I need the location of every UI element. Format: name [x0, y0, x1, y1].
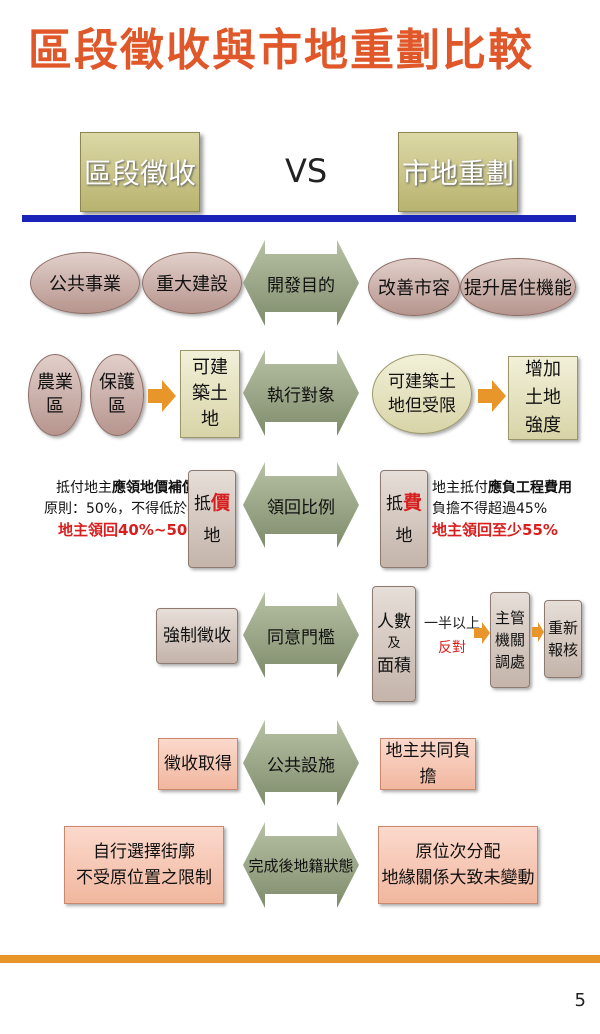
row3-left-box-b: 價: [210, 491, 230, 514]
row4-right-box-1: 人數 及 面積: [372, 586, 416, 702]
header-left-box: 區段徵收: [80, 132, 200, 212]
right-arrow-icon: [148, 380, 176, 412]
row2-left-item-1-label: 農業區: [37, 372, 73, 417]
row4-arrow-2: [532, 622, 544, 642]
double-arrow-icon: [243, 720, 359, 806]
row6-center-label: 完成後地籍狀態: [248, 856, 354, 875]
row4-right-box-3-label: 重新報核: [548, 619, 579, 659]
row4-right-box-1-b: 及: [387, 636, 401, 651]
row6-right-line1: 原位次分配: [415, 842, 501, 862]
footer-divider: [0, 955, 600, 963]
page-number: 5: [574, 990, 586, 1011]
row4-right-box-2: 主管機關調處: [490, 592, 530, 688]
row3-right-box-line1: 抵費: [386, 491, 422, 516]
row3-right-line1-a: 地主抵付: [432, 480, 488, 496]
row3-right-box-a: 抵: [385, 493, 403, 514]
row2-left-item-2-label: 保護區: [99, 372, 135, 417]
row3-left-line1-b: 應領地價補償費: [112, 480, 210, 496]
row2-right-item-1: 可建築土地但受限: [372, 354, 472, 434]
double-arrow-icon: [243, 240, 359, 326]
row3-left-box-c: 地: [203, 525, 221, 546]
row3-left-line1-a: 抵付地主: [56, 480, 112, 496]
row3-left-line1: 抵付地主應領地價補償費: [44, 478, 210, 499]
row4-right-box-3: 重新報核: [544, 600, 582, 678]
header-divider: [22, 215, 576, 222]
row2-left-result-label: 可建築土地: [192, 357, 228, 430]
row2-center-arrow: 執行對象: [243, 350, 359, 436]
row1-left-item-2-label: 重大建設: [156, 274, 228, 295]
row3-center-label: 領回比例: [267, 497, 335, 518]
row6-right-box: 原位次分配 地緣關係大致未變動: [378, 826, 538, 904]
row4-right-box-1-a: 人數: [377, 612, 411, 632]
row3-right-box-c: 地: [395, 525, 413, 546]
row3-right-line3: 地主領回至少55%: [432, 521, 558, 539]
row2-right-result: 增加土地強度: [508, 356, 578, 440]
row5-right-box: 地主共同負擔: [380, 738, 476, 790]
row1-right-item-2: 提升居住機能: [460, 258, 576, 316]
row3-center-arrow: 領回比例: [243, 462, 359, 548]
row3-right-line1: 地主抵付應負工程費用: [432, 478, 596, 499]
row2-left-item-1: 農業區: [28, 354, 82, 436]
row6-center-arrow: 完成後地籍狀態: [243, 822, 359, 908]
row4-arrow-1: [474, 622, 490, 644]
row4-right-note-b: 反對: [438, 640, 466, 656]
row1-right-item-2-label: 提升居住機能: [464, 278, 572, 299]
row5-right-label: 地主共同負擔: [385, 741, 471, 787]
double-arrow-icon: [243, 822, 359, 908]
row5-left-label: 徵收取得: [164, 754, 232, 774]
row6-right-line2: 地緣關係大致未變動: [381, 868, 535, 888]
row6-left-line2: 不受原位置之限制: [76, 868, 212, 888]
row3-left-line3: 地主領回40%~50%: [58, 521, 203, 539]
row3-right-box-b: 費: [402, 491, 422, 514]
row2-left-result: 可建築土地: [180, 350, 240, 438]
row2-right-result-label: 增加土地強度: [525, 359, 561, 436]
row1-right-item-1-label: 改善市容: [378, 278, 450, 299]
row3-left-box-a: 抵: [193, 493, 211, 514]
row3-right-line2: 負擔不得超過45%: [432, 501, 548, 517]
double-arrow-icon: [243, 350, 359, 436]
row5-left-box: 徵收取得: [158, 738, 238, 790]
row1-left-item-2: 重大建設: [142, 252, 242, 314]
row3-right-text: 地主抵付應負工程費用 負擔不得超過45% 地主領回至少55%: [432, 478, 596, 541]
header-right-label: 市地重劃: [401, 157, 514, 190]
right-arrow-icon: [532, 622, 544, 642]
row3-right-box: 抵費 地: [380, 470, 428, 568]
row6-left-line1: 自行選擇街廓: [93, 842, 195, 862]
right-arrow-icon: [478, 380, 506, 412]
row3-right-line1-b: 應負工程費用: [488, 480, 572, 496]
row2-right-item-1-label: 可建築土地但受限: [388, 372, 456, 416]
row4-right-note-a: 一半以上: [424, 616, 480, 632]
row1-center-arrow: 開發目的: [243, 240, 359, 326]
row4-left-label: 強制徵收: [163, 626, 231, 646]
double-arrow-icon: [243, 462, 359, 548]
row5-center-arrow: 公共設施: [243, 720, 359, 806]
row2-right-arrow: [478, 380, 506, 412]
row1-left-item-1: 公共事業: [30, 252, 140, 314]
row1-right-item-1: 改善市容: [368, 258, 460, 316]
row4-center-arrow: 同意門檻: [243, 592, 359, 678]
header-left-label: 區段徵收: [83, 157, 196, 190]
right-arrow-icon: [474, 622, 490, 644]
row4-right-box-1-c: 面積: [377, 656, 411, 676]
double-arrow-icon: [243, 592, 359, 678]
row3-left-box-line1: 抵價: [194, 491, 230, 516]
row2-left-item-2: 保護區: [90, 354, 144, 436]
row1-left-item-1-label: 公共事業: [49, 274, 121, 295]
header-right-box: 市地重劃: [398, 132, 518, 212]
vs-label: VS: [285, 152, 328, 190]
row3-left-text: 抵付地主應領地價補償費 原則：50%，不得低於40% 地主領回40%~50%: [44, 478, 219, 541]
row4-right-note: 一半以上 反對: [420, 612, 484, 660]
row5-center-label: 公共設施: [267, 755, 335, 776]
row4-right-box-2-label: 主管機關調處: [494, 609, 525, 671]
row1-center-label: 開發目的: [267, 275, 335, 296]
row2-center-label: 執行對象: [267, 385, 335, 406]
row2-left-arrow: [148, 380, 176, 412]
page-title: 區段徵收與市地重劃比較: [28, 25, 534, 76]
row4-center-label: 同意門檻: [267, 627, 335, 648]
row6-left-box: 自行選擇街廓 不受原位置之限制: [64, 826, 224, 904]
row4-left-box: 強制徵收: [156, 608, 238, 664]
row3-left-line2: 原則：50%，不得低於40%: [44, 501, 219, 517]
row3-left-box: 抵價 地: [188, 470, 236, 568]
